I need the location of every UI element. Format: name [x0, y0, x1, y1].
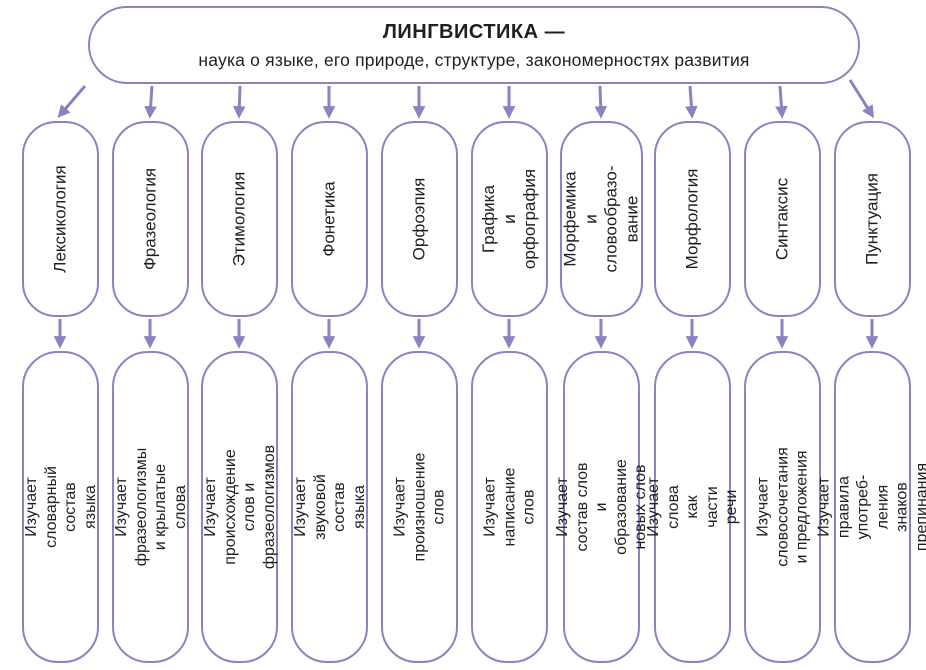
branch-name-etymology: Этимология [229, 171, 249, 267]
description-box-orthoepy: Изучает произношение слов [381, 351, 458, 663]
arrow-header-to-branch-9 [848, 79, 875, 119]
description-box-morphology: Изучает слова как части речи [645, 351, 740, 663]
branch-box-syntax: Синтаксис [744, 121, 821, 317]
branch-box-orthoepy: Орфоэпия [381, 121, 458, 317]
description-box-morphemics-word-formation: Изучает состав слов и образование новых … [554, 351, 649, 663]
description-morphology: Изучает слова как части речи [644, 477, 740, 537]
branch-name-phraseology: Фразеология [140, 167, 160, 271]
linguistics-header-box: ЛИНГВИСТИКА — наука о языке, его природе… [88, 6, 860, 84]
branch-box-lexicology: Лексикология [22, 121, 99, 317]
description-box-punctuation: Изучает правила употреб- ления знаков пр… [815, 351, 926, 663]
arrow-header-to-branch-8 [775, 85, 788, 119]
description-box-syntax: Изучает словосочетания и предложения [744, 351, 821, 663]
description-orthoepy: Изучает произношение слов [391, 452, 448, 562]
branch-box-etymology: Этимология [201, 121, 278, 317]
description-phonetics: Изучает звуковой состав языка [291, 474, 368, 540]
arrow-header-to-branch-2 [233, 85, 246, 119]
branch-name-graphics-orthography: Графика и орфография [478, 168, 539, 270]
description-box-graphics-orthography: Изучает написание слов [471, 351, 548, 663]
branch-box-morphemics-word-formation: Морфемика и словообразо- вание [560, 121, 643, 317]
description-lexicology: Изучает словарный состав языка [22, 466, 99, 548]
description-punctuation: Изучает правила употреб- ления знаков пр… [814, 462, 926, 552]
description-box-phonetics: Изучает звуковой состав языка [291, 351, 368, 663]
arrow-header-to-branch-6 [594, 85, 607, 119]
branch-name-lexicology: Лексикология [50, 165, 70, 273]
description-phraseology: Изучает фразеологизмы и крылатые слова [112, 447, 189, 567]
branch-box-phraseology: Фразеология [112, 121, 189, 317]
arrow-header-to-branch-0 [57, 85, 87, 118]
branch-name-morphology: Морфология [682, 168, 702, 270]
branch-box-graphics-orthography: Графика и орфография [471, 121, 548, 317]
header-subtitle: наука о языке, его природе, структуре, з… [198, 50, 750, 70]
branch-name-orthoepy: Орфоэпия [409, 177, 429, 261]
branch-name-phonetics: Фонетика [319, 181, 339, 257]
arrow-header-to-branch-1 [144, 85, 157, 119]
description-box-etymology: Изучает происхождение слов и фразеологиз… [201, 351, 278, 663]
branch-box-phonetics: Фонетика [291, 121, 368, 317]
branch-name-morphemics-word-formation: Морфемика и словообразо- вание [560, 165, 642, 273]
branch-box-punctuation: Пунктуация [834, 121, 911, 317]
description-etymology: Изучает происхождение слов и фразеологиз… [201, 444, 278, 570]
description-graphics-orthography: Изучает написание слов [481, 467, 538, 547]
description-box-lexicology: Изучает словарный состав языка [22, 351, 99, 663]
description-morphemics-word-formation: Изучает состав слов и образование новых … [553, 459, 649, 555]
description-box-phraseology: Изучает фразеологизмы и крылатые слова [112, 351, 189, 663]
description-syntax: Изучает словосочетания и предложения [754, 447, 811, 567]
branch-box-morphology: Морфология [654, 121, 731, 317]
header-title: ЛИНГВИСТИКА — [382, 21, 566, 43]
branch-name-syntax: Синтаксис [772, 177, 792, 261]
arrow-header-to-branch-7 [685, 85, 698, 119]
branch-name-punctuation: Пунктуация [862, 173, 882, 265]
